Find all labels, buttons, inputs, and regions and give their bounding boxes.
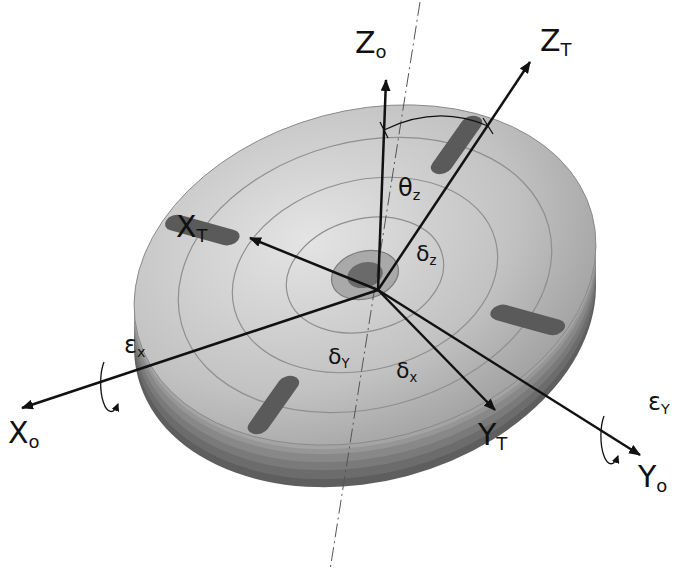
symbol-letter: θ: [398, 174, 413, 202]
symbol-letter: δ: [396, 358, 409, 383]
axis-arrow: [378, 80, 386, 290]
symbol-subscript: T: [496, 433, 507, 454]
symbol-letter: Z: [355, 25, 376, 60]
axis-arrow: [22, 290, 378, 408]
symbol-letter: Y: [638, 459, 656, 494]
symbol-subscript: z: [429, 253, 436, 268]
angle-tick: [483, 118, 493, 134]
symbol-subscript: x: [137, 344, 146, 360]
table-ring: [210, 149, 520, 401]
rotation-label: εY: [648, 390, 670, 417]
symbol-letter: Z: [540, 23, 561, 58]
axis-label: Xo: [8, 418, 40, 451]
symbol-letter: ε: [648, 388, 661, 416]
t-slot: [161, 213, 244, 248]
table-ring: [147, 97, 583, 452]
axis-label: XT: [176, 212, 208, 245]
symbol-subscript: Y: [661, 401, 670, 417]
symbol-letter: X: [8, 415, 29, 450]
axes: [22, 62, 640, 455]
symbol-subscript: Y: [341, 356, 349, 371]
symbol-subscript: x: [409, 370, 417, 385]
centre-boss: [326, 243, 404, 307]
t-slot: [427, 114, 486, 177]
table-face: [95, 55, 634, 494]
rotation-label: εx: [124, 333, 146, 360]
symbol-subscript: o: [656, 475, 667, 496]
rotation-arc: [101, 362, 118, 411]
t-slot: [486, 302, 569, 337]
axis-arrow: [378, 290, 495, 410]
axis-label: Zo: [355, 28, 387, 61]
axis-label: ZT: [540, 26, 572, 59]
axis-label: Yo: [638, 462, 667, 495]
rotation-arc: [601, 416, 618, 464]
angle-tick: [380, 122, 388, 138]
offset-label: δx: [396, 360, 417, 384]
axis-arrow: [250, 238, 378, 290]
symbol-subscript: T: [561, 39, 572, 60]
symbol-letter: δ: [416, 241, 429, 266]
angle-arc: [384, 116, 488, 130]
angle-label: θz: [398, 176, 420, 203]
symbol-letter: X: [176, 209, 197, 244]
symbol-subscript: o: [376, 41, 387, 62]
symbol-subscript: T: [197, 225, 208, 246]
offset-label: δY: [328, 346, 350, 370]
rotation-arcs: [101, 116, 618, 464]
rotation-axis: [330, 2, 420, 570]
symbol-subscript: z: [413, 187, 421, 203]
axis-label: YT: [478, 420, 507, 453]
table-ring: [273, 200, 457, 350]
symbol-letter: ε: [124, 331, 137, 359]
axis-arrow: [378, 62, 530, 290]
symbol-subscript: o: [29, 431, 40, 452]
t-slot: [244, 374, 303, 437]
table-top: [95, 55, 634, 494]
offset-label: δz: [416, 243, 436, 267]
symbol-letter: δ: [328, 344, 341, 369]
symbol-letter: Y: [478, 417, 496, 452]
